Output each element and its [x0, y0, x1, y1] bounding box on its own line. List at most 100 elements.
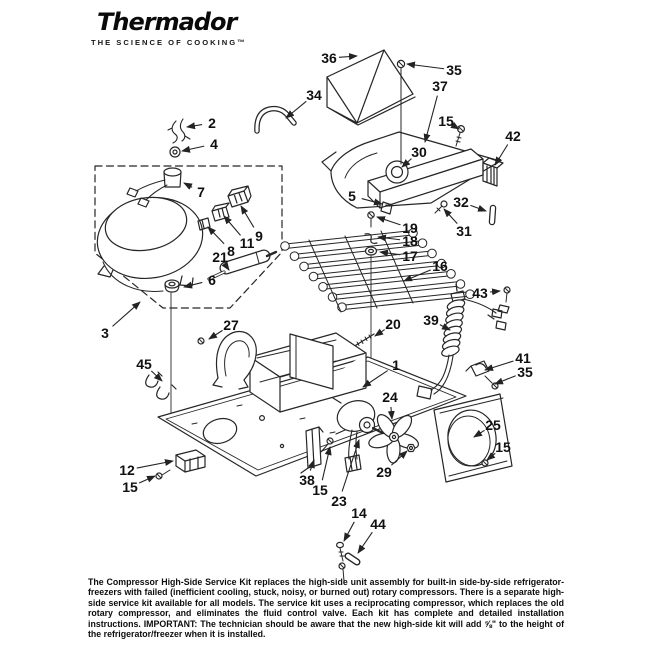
callout-12: 12	[119, 462, 135, 478]
clip-5	[380, 201, 393, 215]
screw-15-mid	[320, 437, 334, 453]
callout-15: 15	[122, 479, 138, 495]
leader-line-43	[489, 288, 501, 296]
leader-line-7	[183, 182, 193, 190]
callout-16: 16	[432, 258, 448, 274]
leader-line-34	[285, 100, 307, 119]
leader-line-18	[377, 234, 401, 242]
clip-18	[364, 233, 378, 244]
grommet-6	[164, 279, 180, 419]
callout-36: 36	[321, 50, 337, 66]
callout-42: 42	[505, 128, 521, 144]
leader-line-35	[406, 61, 445, 70]
leader-line-5	[361, 198, 383, 206]
callout-44: 44	[370, 516, 386, 532]
leader-line-2	[186, 122, 203, 130]
callout-21: 21	[212, 249, 228, 265]
nut-29	[406, 443, 416, 453]
screw-15-left	[155, 469, 171, 480]
leader-line-29	[391, 450, 408, 466]
wire-clips-45	[145, 371, 177, 400]
frame-1	[249, 332, 367, 413]
leader-line-3	[112, 301, 141, 327]
callout-1: 1	[392, 357, 400, 373]
clip-2	[167, 118, 191, 144]
callout-23: 23	[331, 493, 347, 509]
leader-line-6	[183, 281, 203, 289]
callout-11: 11	[240, 235, 255, 251]
leader-line-35	[494, 375, 516, 385]
screw-15-shroud	[481, 459, 489, 467]
callout-5: 5	[348, 188, 356, 204]
leader-line-25	[473, 429, 485, 438]
wedge-cover-36	[326, 49, 416, 126]
leader-line-8	[207, 226, 225, 245]
brand-tagline: THE SCIENCE OF COOKING™	[91, 38, 247, 47]
callout-34: 34	[306, 87, 322, 103]
callout-15: 15	[495, 439, 511, 455]
leader-line-39	[439, 323, 451, 331]
leader-line-24	[387, 406, 395, 420]
leader-line-30	[401, 158, 412, 168]
callout-37: 37	[432, 78, 448, 94]
leader-line-32	[470, 204, 487, 212]
kit-description: The Compressor High-Side Service Kit rep…	[88, 577, 564, 640]
callout-18: 18	[402, 233, 418, 249]
callout-15: 15	[438, 113, 454, 129]
callout-38: 38	[299, 472, 315, 488]
leader-line-38	[308, 459, 315, 471]
spacer-44	[344, 552, 361, 566]
leader-line-15	[321, 446, 332, 481]
kit-outline-3	[94, 165, 283, 309]
capacitor-9	[227, 185, 252, 208]
leader-line-21	[221, 261, 230, 271]
pin-32	[488, 204, 497, 226]
drier-21	[207, 249, 278, 281]
callout-32: 32	[453, 194, 469, 210]
leader-line-19	[376, 216, 401, 226]
screw-31	[434, 200, 448, 214]
washer-4	[169, 146, 181, 158]
fan-blade-24	[368, 414, 420, 464]
callout-29: 29	[376, 464, 392, 480]
callout-41: 41	[515, 350, 531, 366]
callout-2: 2	[208, 115, 216, 131]
relay-cover-42	[482, 157, 504, 187]
leader-line-37	[423, 95, 438, 143]
leader-line-14	[343, 521, 355, 542]
leader-line-11	[223, 215, 241, 236]
callout-25: 25	[485, 417, 501, 433]
callout-30: 30	[411, 144, 427, 160]
leader-line-23	[341, 439, 360, 492]
leader-line-45	[150, 370, 163, 382]
callout-8: 8	[227, 243, 235, 259]
condenser-coil-16	[280, 228, 475, 313]
leader-line-27	[208, 329, 223, 340]
callout-7: 7	[197, 184, 205, 200]
callout-19: 19	[402, 220, 418, 236]
callout-20: 20	[385, 316, 401, 332]
screw-15-top	[455, 124, 466, 147]
tube-34	[254, 105, 297, 134]
leader-line-31	[443, 208, 458, 224]
leader-line-20	[374, 328, 385, 337]
leader-line-1	[362, 370, 388, 388]
callout-31: 31	[456, 223, 472, 239]
relay-7	[126, 167, 182, 208]
callout-4: 4	[210, 136, 218, 152]
callout-45: 45	[136, 356, 152, 372]
fan-motor-23	[332, 397, 390, 473]
leader-line-36	[338, 53, 358, 61]
callout-15: 15	[312, 482, 328, 498]
leader-line-42	[494, 144, 509, 166]
clamp-41	[465, 360, 490, 377]
callout-17: 17	[402, 248, 418, 264]
leader-line-15	[450, 121, 460, 130]
leader-line-41	[484, 360, 514, 371]
leader-line-4	[181, 145, 205, 153]
callout-14: 14	[351, 505, 367, 521]
leader-line-44	[357, 531, 373, 554]
compressor-body	[96, 196, 204, 293]
